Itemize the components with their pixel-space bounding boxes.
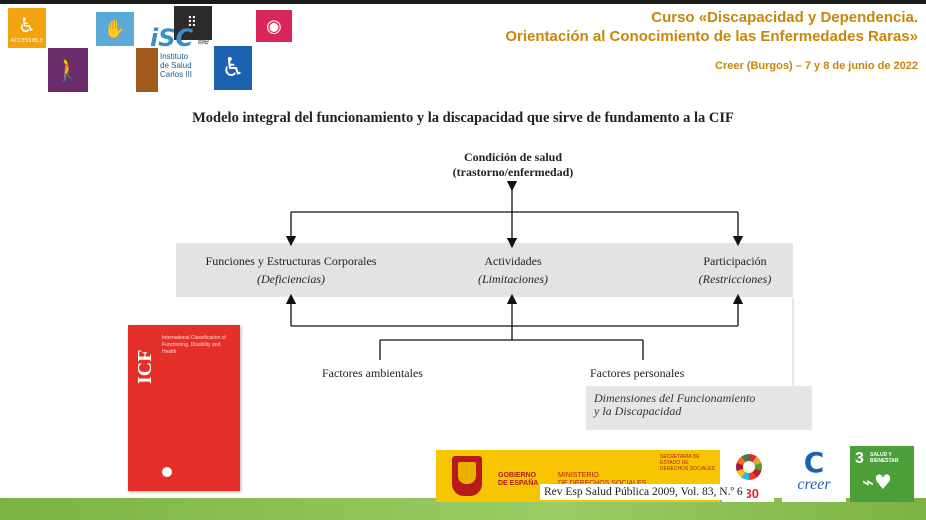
node-participation-sub: (Restricciones) [698, 272, 772, 286]
sdg3-text: SALUD Y BIENESTAR [870, 452, 899, 464]
ministerio-text: MINISTERIO DE DERECHOS SOCIALES [558, 472, 646, 488]
node-body-functions-title: Funciones y Estructuras Corporales [205, 254, 377, 268]
factor-personal: Factores personales [590, 366, 685, 380]
node-activities: Actividades (Limitaciones) [440, 252, 586, 288]
dimensions-caption: Dimensiones del Funcionamiento y la Disc… [586, 386, 812, 430]
wheelchair-blue-icon: ♿ [214, 46, 252, 90]
slide-title: Modelo integral del funcionamiento y la … [192, 110, 734, 126]
accessible-label: ACCESSIBLE [10, 37, 44, 44]
secretaria-text: SECRETARÍA DE ESTADO DE DERECHOS SOCIALE… [660, 454, 715, 472]
health-condition-subtitle: (trastorno/enfermedad) [452, 165, 574, 179]
sdg3-number: 3 [855, 450, 864, 467]
braille-label: ille [198, 36, 210, 46]
gobierno-line1: GOBIERNO [498, 472, 537, 479]
factor-environmental: Factores ambientales [322, 366, 423, 380]
footer-green-bar [0, 498, 926, 520]
health-condition: Condición de salud (trastorno/enfermedad… [413, 150, 613, 180]
citation: Rev Esp Salud Pública 2009, Vol. 83, N.º… [540, 484, 747, 500]
course-header: Curso «Discapacidad y Dependencia. Orien… [505, 8, 918, 72]
sdg-wheel-icon [736, 454, 762, 480]
isciii-logo: iSC Instituto de Salud Carlos III [150, 26, 210, 92]
node-activities-title: Actividades [484, 254, 542, 268]
walking-cane-icon: 🚶 [48, 48, 88, 92]
creer-c-icon: C [803, 446, 825, 479]
node-body-functions: Funciones y Estructuras Corporales (Defi… [176, 252, 406, 288]
node-body-functions-sub: (Deficiencias) [257, 272, 325, 286]
isciii-mark: iSC [150, 24, 194, 52]
accessibility-icons: ♿ACCESSIBLE ✋ ⠿ ille ◉ 🚶 ♿ iSC Instituto… [0, 4, 320, 94]
course-location-date: Creer (Burgos) – 7 y 8 de junio de 2022 [715, 60, 918, 72]
node-activities-sub: (Limitaciones) [478, 272, 548, 286]
braille-icon: ⠿ [174, 6, 212, 40]
node-participation: Participación (Restricciones) [670, 252, 800, 288]
spain-coat-of-arms-icon [452, 456, 482, 496]
heartbeat-icon: ⌁♥ [862, 470, 892, 494]
health-condition-title: Condición de salud [463, 150, 563, 164]
creer-logo: C creer [782, 448, 846, 502]
gobierno-text: GOBIERNO DE ESPAÑA [498, 472, 538, 488]
isciii-name-line3: Carlos III [160, 70, 193, 79]
node-participation-title: Participación [703, 254, 767, 268]
icf-book-cover: ICF International Classification of Func… [128, 325, 240, 491]
ministerio-line2: DE DERECHOS SOCIALES [558, 480, 646, 488]
icf-book-subtitle: International Classification of Function… [162, 335, 226, 355]
top-border [0, 0, 926, 4]
creer-text: creer [797, 476, 831, 493]
brown-tile-icon [136, 48, 158, 92]
who-emblem-icon [162, 467, 172, 477]
isciii-name: Instituto de Salud Carlos III [160, 52, 210, 79]
isciii-name-line1: Instituto [160, 52, 189, 61]
wheelchair-icon: ♿ACCESSIBLE [8, 8, 46, 48]
sdg3-logo: 3 SALUD Y BIENESTAR ⌁♥ [850, 446, 914, 502]
dimensions-line2: y la Discapacidad [594, 404, 682, 418]
gobierno-line2: DE ESPAÑA [498, 480, 539, 487]
course-title-line1: Curso «Discapacidad y Dependencia. [651, 9, 918, 26]
isciii-name-line2: de Salud [160, 61, 192, 70]
ministerio-line1: MINISTERIO [558, 472, 599, 479]
sign-language-icon: ✋ [96, 12, 134, 46]
icf-book-title: ICF [134, 349, 156, 385]
components-band [176, 243, 793, 297]
low-vision-icon: ◉ [256, 10, 292, 42]
course-title-line2: Orientación al Conocimiento de las Enfer… [505, 28, 918, 45]
dimensions-line1: Dimensiones del Funcionamiento [594, 391, 756, 405]
